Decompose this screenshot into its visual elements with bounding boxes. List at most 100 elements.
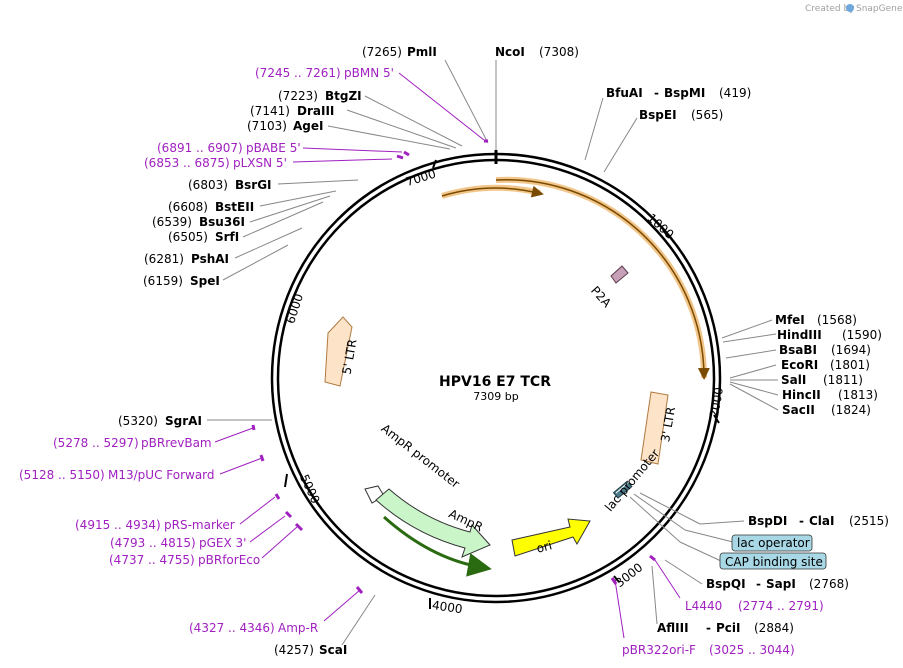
bspei-leader bbox=[603, 117, 638, 173]
bfuai-pos: (419) bbox=[719, 86, 751, 100]
plxsn-range: (6853 .. 6875) bbox=[144, 156, 230, 170]
ampr-green-bar bbox=[383, 515, 492, 577]
ncoi-name: NcoI bbox=[495, 45, 525, 59]
pgex-range: (4793 .. 4815) bbox=[110, 536, 196, 550]
pbrrevbam-name: pBRrevBam bbox=[141, 436, 212, 450]
tick-mark-1000 bbox=[662, 229, 670, 239]
l4440-leader bbox=[654, 559, 681, 599]
btgzi-name: BtgZI bbox=[325, 89, 362, 103]
lac-operator-box bbox=[731, 534, 813, 552]
snapgene-credit: Created by SnapGene bbox=[805, 4, 903, 14]
lac-promoter-label: lac promoter bbox=[602, 446, 662, 514]
ori-label: ori bbox=[535, 538, 554, 556]
pbrrevbam-marker bbox=[251, 424, 256, 431]
m13-name: M13/pUC Forward bbox=[108, 468, 215, 482]
plxsn-leader bbox=[292, 158, 393, 163]
cap-site-box bbox=[719, 552, 827, 570]
amp-r-name: Amp-R bbox=[278, 621, 318, 635]
ecori-leader bbox=[729, 364, 777, 379]
pbabe-name: pBABE 5' bbox=[246, 141, 301, 155]
bsrgi-name: BsrGI bbox=[235, 178, 272, 192]
sgrai-pos: (5320) bbox=[118, 414, 158, 428]
agei-leader bbox=[327, 125, 451, 150]
pshai-pos: (6281) bbox=[144, 252, 184, 266]
tick-label-4000: 4000 bbox=[431, 598, 463, 616]
enzyme-labels-right: BfuAI - BspMI (419) BspEI (565) MfeI (15… bbox=[606, 86, 889, 635]
bfuai-sep: - bbox=[654, 86, 659, 100]
ltr3-label: 3' LTR bbox=[658, 406, 678, 443]
bfuai-name: BfuAI bbox=[606, 86, 643, 100]
spei-leader bbox=[222, 244, 289, 281]
prs-leader bbox=[239, 496, 276, 525]
bspmi-name: BspMI bbox=[664, 86, 705, 100]
pbrforeco-range: (4737 .. 4755) bbox=[109, 553, 195, 567]
bsrgi-pos: (6803) bbox=[188, 178, 228, 192]
ecori-name: EcoRI bbox=[781, 358, 818, 372]
mfei-name: MfeI bbox=[775, 313, 805, 327]
ltr3-arrow bbox=[640, 391, 669, 465]
m13-leader bbox=[219, 457, 263, 475]
pgex-leader bbox=[249, 515, 286, 543]
pmli-leader bbox=[444, 59, 489, 144]
pbmn-leader bbox=[398, 72, 485, 141]
lac-operator-leader bbox=[684, 529, 734, 543]
draiii-pos: (7141) bbox=[250, 104, 290, 118]
enzyme-labels-left: (7308) NcoI (7265) PmlI (7223) BtgZI (71… bbox=[118, 45, 579, 657]
bsu36i-name: Bsu36I bbox=[199, 215, 245, 229]
hindiii-pos: (1590) bbox=[842, 328, 882, 342]
btgzi-leader bbox=[364, 95, 463, 147]
afliii-pos: (2884) bbox=[754, 621, 794, 635]
sapi-name: SapI bbox=[766, 577, 796, 591]
pbmn-name: pBMN 5' bbox=[344, 66, 394, 80]
agei-pos: (7103) bbox=[247, 119, 287, 133]
btgzi-pos: (7223) bbox=[278, 89, 318, 103]
pbmn-range: (7245 .. 7261) bbox=[255, 66, 341, 80]
pbr322-range: (3025 .. 3044) bbox=[709, 643, 795, 657]
ncoi-pos: (7308) bbox=[539, 45, 579, 59]
sacii-leader bbox=[729, 383, 779, 411]
ltr5-arrow bbox=[324, 316, 353, 387]
credit-brand: SnapGene bbox=[856, 4, 903, 14]
tick-label-2000: 2000 bbox=[707, 386, 726, 419]
pbabe-leader bbox=[302, 147, 403, 153]
afliii-leader bbox=[651, 565, 658, 625]
bspei-pos: (565) bbox=[691, 108, 723, 122]
plasmid-title: HPV16 E7 TCR 7309 bp bbox=[439, 374, 551, 403]
srfi-pos: (6505) bbox=[168, 230, 208, 244]
bsabi-pos: (1694) bbox=[831, 343, 871, 357]
ampr-promoter-label: AmpR promoter bbox=[379, 421, 463, 491]
ampr-arrow bbox=[375, 488, 491, 558]
bspqi-pos: (2768) bbox=[809, 577, 849, 591]
backbone bbox=[270, 150, 722, 604]
clai-name: ClaI bbox=[809, 514, 834, 528]
bsu36i-leader bbox=[249, 195, 331, 223]
srfi-leader bbox=[242, 201, 324, 238]
amp-r-marker bbox=[355, 586, 364, 594]
pbr322-leader bbox=[614, 579, 625, 639]
pmli-name: PmlI bbox=[407, 45, 437, 59]
bfuai-leader bbox=[584, 97, 604, 161]
pmli-pos: (7265) bbox=[362, 45, 402, 59]
p2a-label: P2A bbox=[588, 284, 614, 311]
bsteii-pos: (6608) bbox=[168, 200, 208, 214]
bspdi-leader-inner bbox=[639, 492, 701, 525]
bspdi-pos: (2515) bbox=[849, 514, 889, 528]
sacii-pos: (1824) bbox=[831, 403, 871, 417]
lac-operator-leader-inner bbox=[633, 493, 686, 531]
mfei-pos: (1568) bbox=[817, 313, 857, 327]
lac-operator-label: lac operator bbox=[737, 536, 810, 550]
pgex-marker bbox=[284, 510, 293, 519]
prs-marker bbox=[274, 493, 281, 500]
sali-name: SalI bbox=[781, 373, 806, 387]
cap-site-leader bbox=[679, 541, 722, 562]
l4440-range: (2774 .. 2791) bbox=[738, 599, 824, 613]
m13-range: (5128 .. 5150) bbox=[19, 468, 105, 482]
afliii-sep: - bbox=[706, 621, 711, 635]
cds-arrow bbox=[495, 178, 710, 380]
hincii-leader bbox=[729, 381, 779, 396]
m13-marker bbox=[259, 454, 265, 462]
draiii-leader bbox=[346, 109, 457, 149]
pbrrevbam-leader bbox=[214, 427, 254, 443]
lac-promoter-marker bbox=[612, 480, 633, 499]
